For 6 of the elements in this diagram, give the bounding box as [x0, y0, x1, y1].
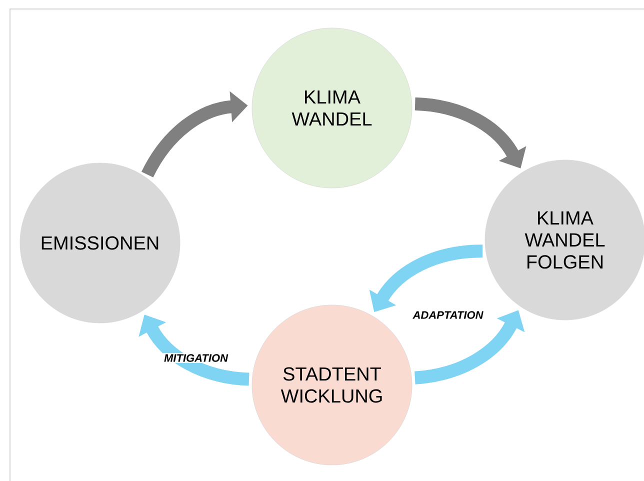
circle-node: KLIMA WANDEL	[252, 28, 412, 188]
circle-node: STADTENT WICKLUNG	[252, 304, 412, 466]
edge-label: ADAPTATION	[412, 310, 484, 320]
circle-node: KLIMA WANDEL FOLGEN	[484, 160, 644, 320]
circle-node: EMISSIONEN	[20, 162, 180, 324]
edge-label: MITIGATION	[163, 353, 229, 363]
